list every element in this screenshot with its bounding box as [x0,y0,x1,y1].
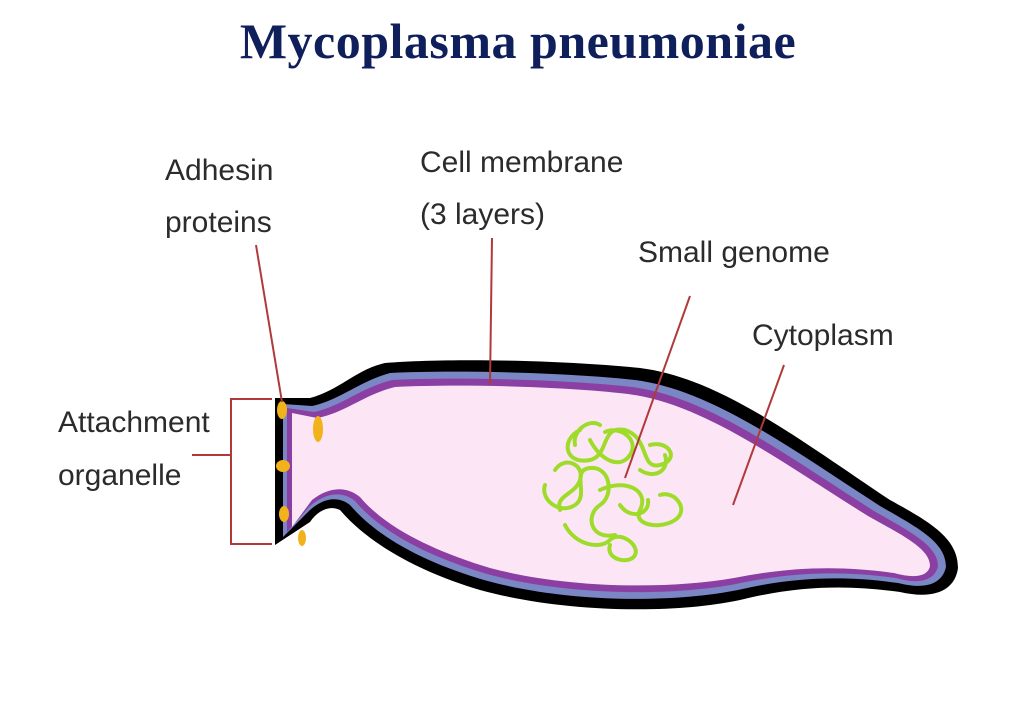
adhesin-dot [276,460,290,472]
adhesin-dot [313,416,323,442]
attachment-bracket [230,398,272,545]
adhesin-dot [277,401,287,419]
cell-membrane-label-line2: (3 layers) [420,198,545,231]
small-genome-label: Small genome [638,236,830,269]
page-title: Mycoplasma pneumoniae [239,13,797,69]
adhesin-proteins-label-line2: proteins [165,206,272,239]
adhesin-dot [279,506,289,522]
adhesin-proteins-label: Adhesin [165,154,273,187]
cell-membrane-label: Cell membrane [420,146,623,179]
attachment-organelle-label: Attachment [58,406,210,439]
cytoplasm-label: Cytoplasm [752,319,894,352]
leader-lines [192,237,785,545]
adhesin-leader-line [255,244,283,403]
genome-leader-line [624,295,691,479]
cytoplasm-leader-line [732,364,785,506]
adhesin-proteins [276,401,323,546]
membrane-leader-line [489,237,493,386]
genome-dna [542,421,684,563]
attachment-organelle-label-line2: organelle [58,459,181,492]
adhesin-dot [298,530,306,546]
